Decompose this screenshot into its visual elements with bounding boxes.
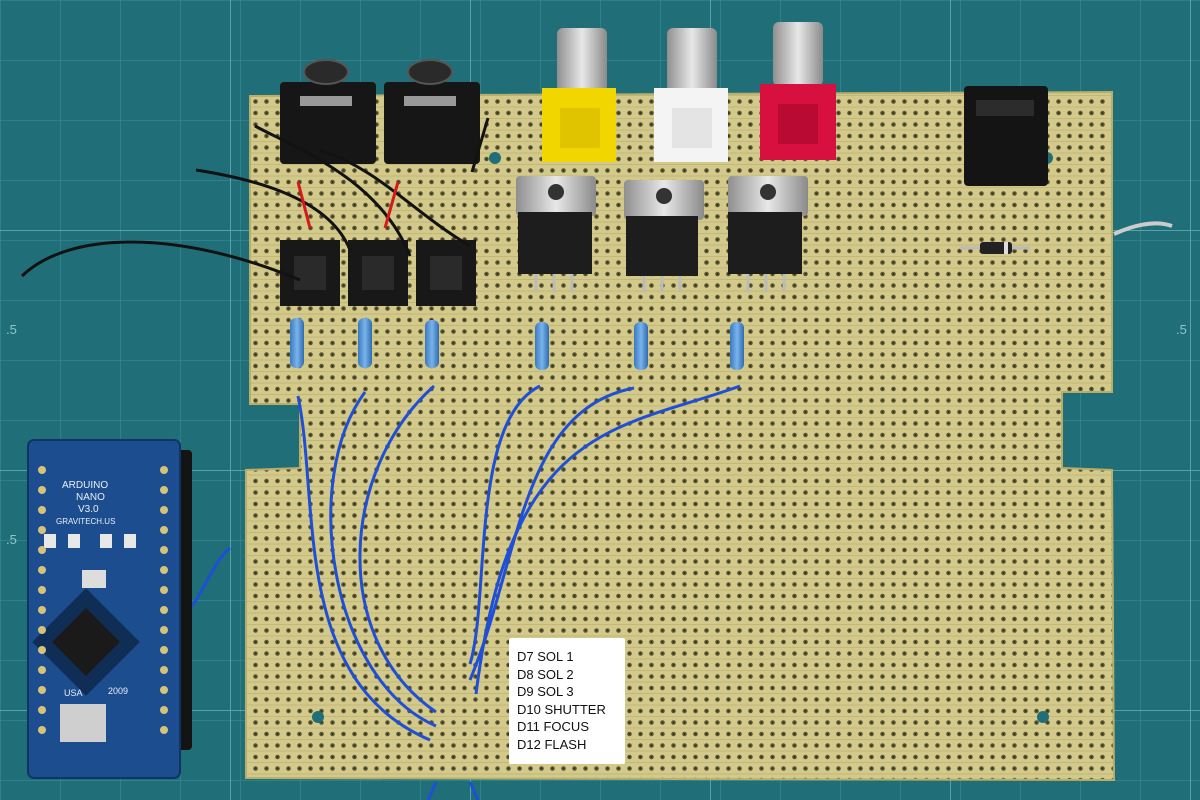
pin-label-d8: D8 SOL 2 xyxy=(517,666,574,682)
arduino-year: 2009 xyxy=(108,686,128,696)
dc-power-jack xyxy=(964,86,1048,186)
transistor-1 xyxy=(516,176,596,292)
arduino-pin-row-left xyxy=(38,466,46,734)
pin-label-d7: D7 SOL 1 xyxy=(517,649,574,664)
rca-jack-red xyxy=(760,22,836,160)
blue-wires xyxy=(186,384,741,800)
arduino-pin-row-right xyxy=(160,466,168,734)
mat-tick-3: .5 xyxy=(1176,322,1187,337)
diode xyxy=(960,221,1173,254)
resistors xyxy=(290,318,744,370)
pin-label-d11: D11 FOCUS xyxy=(517,719,589,735)
arduino-maker: GRAVITECH.US xyxy=(56,517,115,526)
red-wires xyxy=(296,181,400,229)
audio-jack-1 xyxy=(280,59,376,164)
transistor-3 xyxy=(728,176,808,292)
ic-socket-3 xyxy=(416,240,476,306)
pin-label-d12: D12 FLASH xyxy=(517,736,587,752)
pin-label-d9: D9 SOL 3 xyxy=(517,684,574,700)
arduino-nano: ARDUINO NANO V3.0 GRAVITECH.US USA 2009 xyxy=(27,439,192,779)
arduino-country: USA xyxy=(64,688,83,698)
audio-jack-2 xyxy=(384,59,480,164)
ic-socket-2 xyxy=(348,240,408,306)
arduino-model: NANO xyxy=(76,492,105,503)
mat-tick-2: .5 xyxy=(6,532,17,547)
rca-jack-white xyxy=(654,28,728,162)
ic-socket-1 xyxy=(280,240,340,306)
pin-label-d10: D10 SHUTTER xyxy=(517,701,606,717)
arduino-version: V3.0 xyxy=(78,504,99,515)
rca-jack-yellow xyxy=(542,28,616,162)
pin-label-card: D7 SOL 1 D8 SOL 2 D9 SOL 3 D10 SHUTTER D… xyxy=(509,638,625,764)
arduino-brand: ARDUINO xyxy=(62,480,108,491)
mat-tick-1: .5 xyxy=(6,322,17,337)
transistor-2 xyxy=(624,180,704,292)
